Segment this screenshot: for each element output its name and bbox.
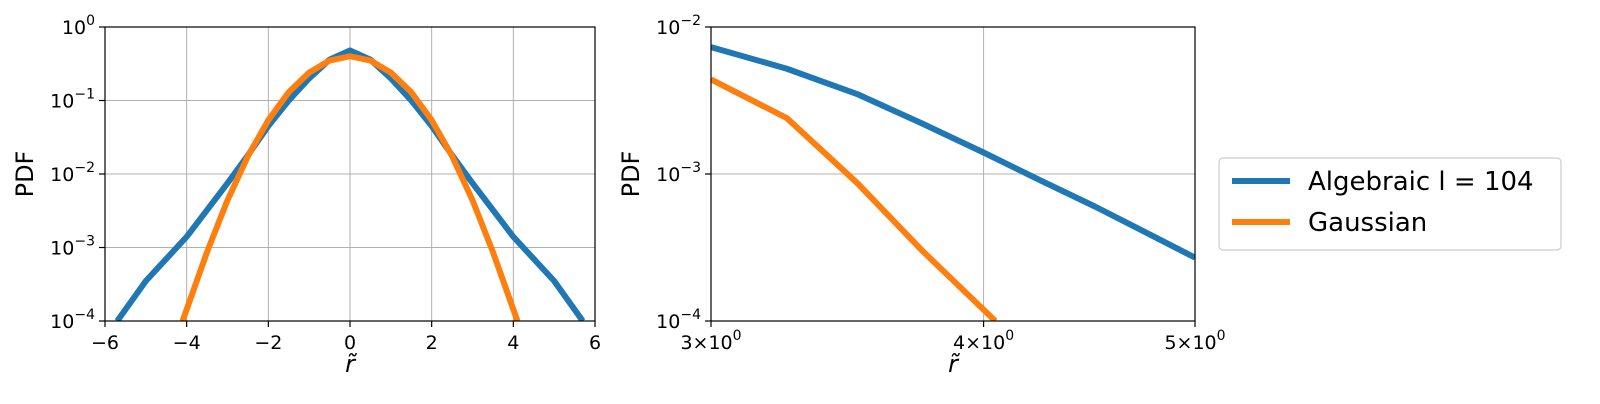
legend: Algebraic l = 104 Gaussian xyxy=(1218,157,1562,251)
x-tick-label: 4 xyxy=(507,332,519,354)
series-group xyxy=(114,47,586,321)
y-axis-label: PDF xyxy=(11,151,39,198)
x-tick-label: −6 xyxy=(91,332,119,354)
x-ticks: −6 −4 −2 0 2 4 6 xyxy=(91,321,601,354)
x-tick-label: 6 xyxy=(589,332,601,354)
x-tick-label: 5×100 xyxy=(1164,328,1225,354)
right-chart-panel: 3×100 4×100 5×100 10−4 10−3 10−2 r̃ PDF xyxy=(617,13,1226,378)
series-line-gaussian xyxy=(711,76,998,321)
y-tick-label: 10−3 xyxy=(656,160,701,186)
y-axis-label: PDF xyxy=(617,151,645,198)
x-ticks: 3×100 4×100 5×100 xyxy=(680,321,1226,354)
x-tick-label: 3×100 xyxy=(680,328,741,354)
y-tick-label: 10−1 xyxy=(50,87,95,113)
series-line-algebraic xyxy=(114,47,586,321)
legend-frame xyxy=(1218,157,1562,251)
x-tick-label: 2 xyxy=(426,332,438,354)
series-group xyxy=(711,44,1195,321)
y-tick-label: 10−3 xyxy=(50,234,95,260)
left-chart-panel: −6 −4 −2 0 2 4 6 10−4 10−3 10−2 10−1 100 r̃ PDF xyxy=(11,13,601,378)
series-line-algebraic xyxy=(711,44,1195,261)
x-tick-label: 0 xyxy=(344,332,356,354)
grid xyxy=(104,26,596,322)
legend-label-gaussian: Gaussian xyxy=(1308,208,1427,238)
x-tick-label: 4×100 xyxy=(953,328,1014,354)
x-tick-label: −4 xyxy=(173,332,201,354)
y-tick-label: 10−2 xyxy=(50,160,95,186)
y-tick-label: 100 xyxy=(62,13,95,39)
y-tick-label: 10−4 xyxy=(656,307,701,333)
y-tick-label: 10−2 xyxy=(656,13,701,39)
series-line-gaussian xyxy=(179,53,521,321)
y-tick-label: 10−4 xyxy=(50,307,95,333)
legend-label-algebraic: Algebraic l = 104 xyxy=(1308,167,1534,197)
x-axis-label: r̃ xyxy=(948,350,960,378)
y-ticks: 10−4 10−3 10−2 10−1 100 xyxy=(50,13,105,333)
x-tick-label: −2 xyxy=(254,332,282,354)
y-ticks: 10−4 10−3 10−2 xyxy=(656,13,711,333)
x-axis-label: r̃ xyxy=(345,350,357,378)
